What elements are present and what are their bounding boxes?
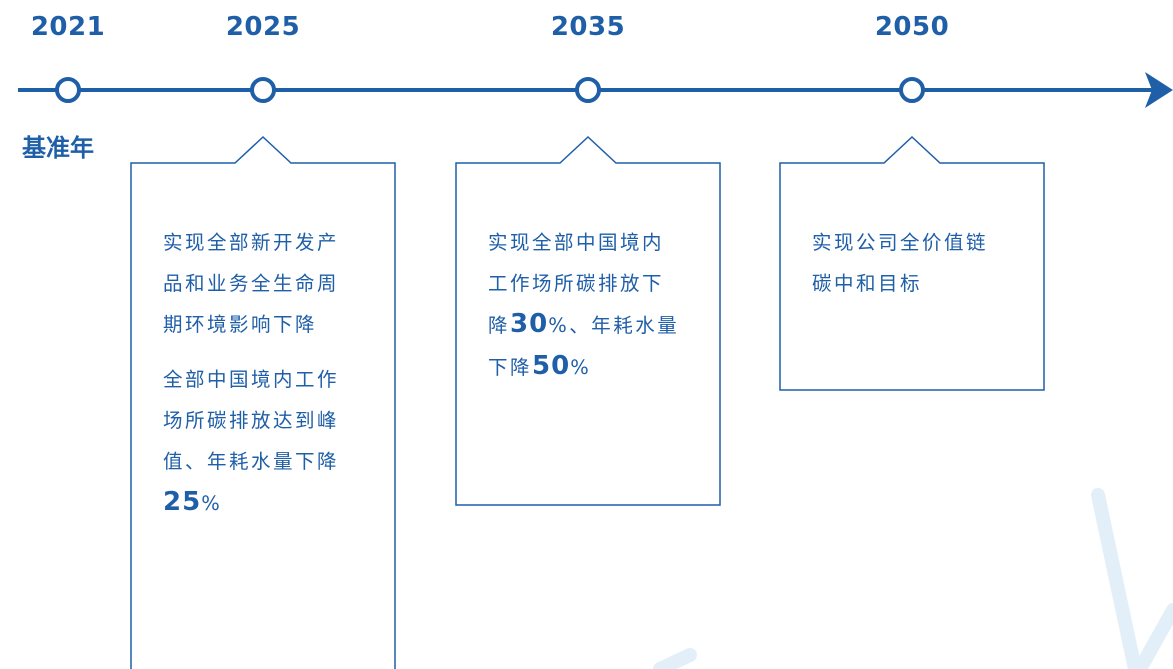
text-fragment: % (570, 356, 592, 379)
callout-box-2035 (455, 135, 721, 506)
milestone-2050-text: 实现公司全价值链 碳中和目标 (812, 222, 988, 304)
water-reduction-value: 50 (532, 351, 571, 381)
timeline-arrow-head-icon (1145, 72, 1173, 108)
year-label-2021: 2021 (30, 12, 106, 42)
year-label-2025: 2025 (225, 12, 301, 42)
text-line: 实现全部中国境内 (488, 231, 665, 254)
milestone-2025-paragraph-2: 全部中国境内工作 场所碳排放达到峰 值、年耗水量下降 25% (163, 359, 339, 524)
carbon-reduction-value: 30 (510, 309, 549, 339)
text-line: 期环境影响下降 (163, 313, 318, 336)
water-reduction-value: 25 (163, 487, 202, 517)
wind-turbine-watermark-icon (653, 488, 1173, 669)
base-year-label: 基准年 (22, 134, 94, 162)
text-fragment: 降 (488, 314, 511, 337)
text-line: 实现公司全价值链 (812, 231, 989, 254)
milestone-2025-text: 实现全部新开发产 品和业务全生命周 期环境影响下降 全部中国境内工作 场所碳排放… (163, 222, 339, 524)
text-line: 值、年耗水量下降 (163, 450, 340, 473)
year-label-2035: 2035 (550, 12, 626, 42)
text-line: 实现全部新开发产 (163, 231, 340, 254)
text-line: 全部中国境内工作 (163, 368, 340, 391)
timeline-marker-2050 (899, 77, 925, 103)
callout-box-2025 (130, 135, 396, 669)
text-line: 降30%、年耗水量 (488, 304, 679, 346)
text-line: 工作场所碳排放下 (488, 272, 665, 295)
text-line: 场所碳排放达到峰 (163, 409, 340, 432)
timeline-marker-2035 (575, 77, 601, 103)
callout-box-2050 (779, 135, 1045, 391)
year-label-2050: 2050 (874, 12, 950, 42)
timeline-marker-2025 (250, 77, 276, 103)
text-line: 品和业务全生命周 (163, 272, 340, 295)
text-fragment: 下降 (488, 356, 533, 379)
text-fragment: %、年耗水量 (548, 314, 680, 337)
percent-unit: % (201, 492, 223, 515)
milestone-2035-text: 实现全部中国境内 工作场所碳排放下 降30%、年耗水量 下降50% (488, 222, 679, 388)
text-line: 碳中和目标 (812, 272, 923, 295)
text-line: 下降50% (488, 346, 679, 388)
milestone-2025-paragraph-1: 实现全部新开发产 品和业务全生命周 期环境影响下降 (163, 222, 339, 345)
timeline-marker-2021 (55, 77, 81, 103)
text-line: 25% (163, 482, 339, 524)
